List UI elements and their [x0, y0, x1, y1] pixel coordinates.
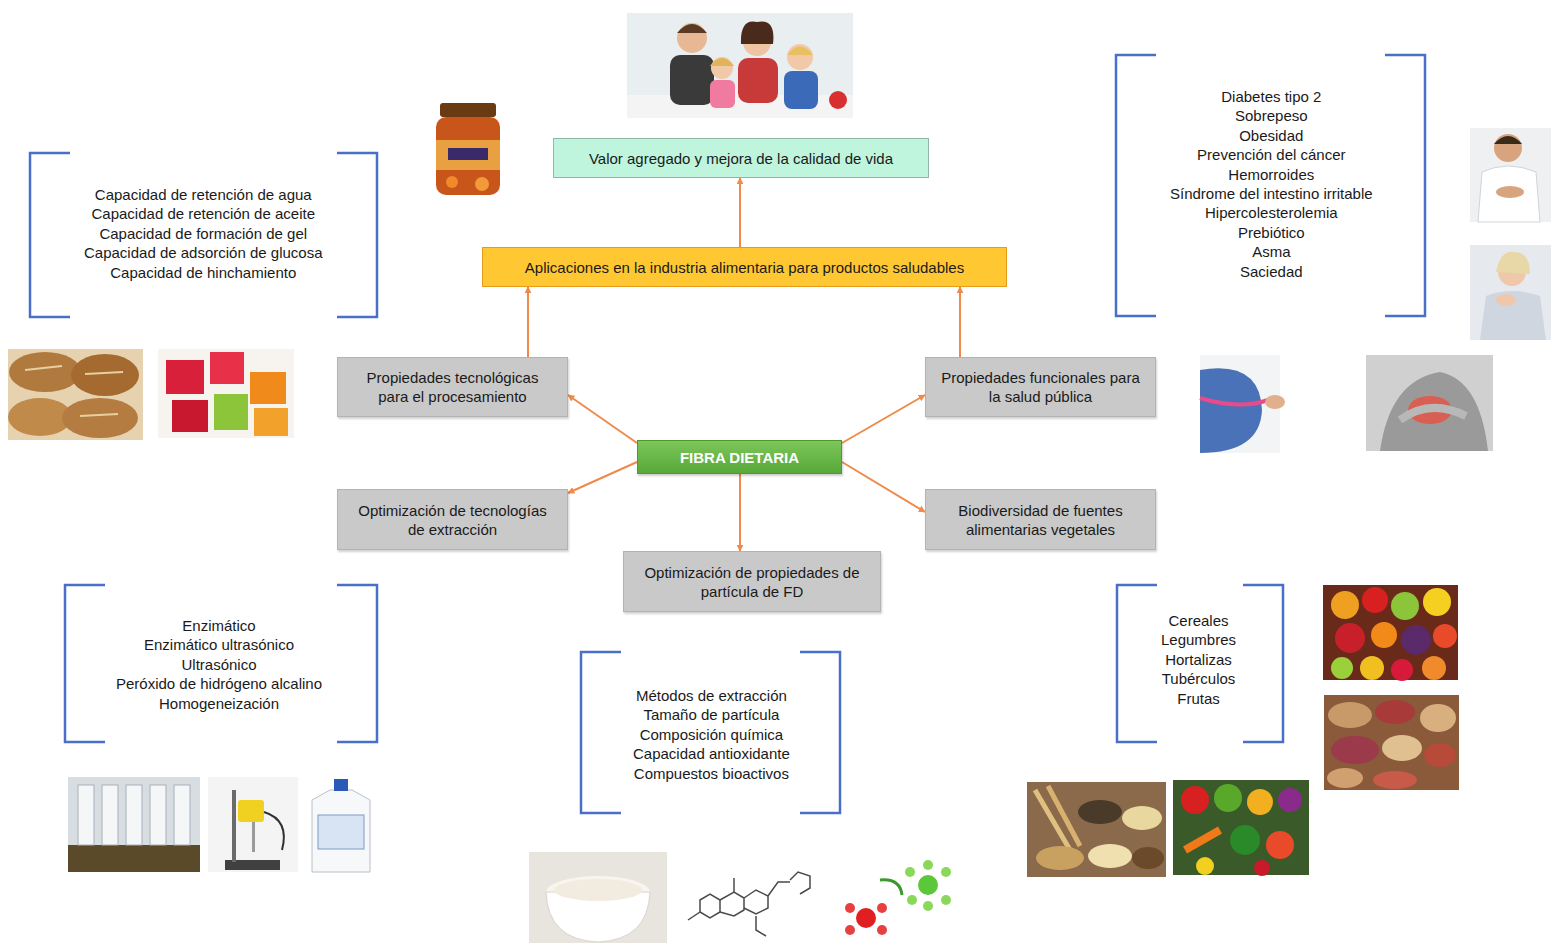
box-text: Aplicaciones en la industria alimentaria… — [525, 258, 964, 277]
list-item: Ultrasónico — [116, 655, 322, 674]
topic-box: Optimización de tecnologías de extracció… — [337, 489, 568, 550]
gummies-photo — [158, 349, 294, 438]
box-text: Valor agregado y mejora de la calidad de… — [589, 149, 893, 168]
list-item: Capacidad de retención de aceite — [84, 204, 323, 223]
list-item: Diabetes tipo 2 — [1170, 87, 1373, 106]
arrow-connector — [739, 178, 741, 247]
property-box: Propiedades funcionales para la salud pú… — [925, 357, 1156, 417]
vegetables-photo — [1173, 780, 1309, 876]
list-item: Enzimático ultrasónico — [116, 635, 322, 654]
box-text: FIBRA DIETARIA — [680, 448, 799, 467]
list-item: Prevención del cáncer — [1170, 145, 1373, 164]
reagent-jug-photo — [312, 779, 370, 872]
abdominal-pain-photo — [1366, 355, 1493, 451]
list-item: Tubérculos — [1161, 669, 1236, 688]
arrow-connector — [959, 287, 961, 357]
box-text: Propiedades funcionales para la salud pú… — [938, 368, 1143, 406]
arrow-connector — [527, 287, 529, 357]
bracket-list: CerealesLegumbresHortalizasTubérculosFru… — [1161, 611, 1236, 708]
flour-bowl-photo — [529, 852, 667, 943]
topic-box: Optimización de propiedades de partícula… — [623, 551, 881, 612]
list-item: Compuestos bioactivos — [633, 764, 790, 783]
list-item: Legumbres — [1161, 630, 1236, 649]
box-text: Optimización de tecnologías de extracció… — [350, 501, 555, 539]
list-item: Enzimático — [116, 616, 322, 635]
list-item: Hipercolesterolemia — [1170, 203, 1373, 222]
extraction-equipment-photo — [68, 777, 200, 872]
bracket-list: Capacidad de retención de aguaCapacidad … — [84, 185, 323, 282]
grains-photo — [1027, 782, 1166, 877]
list-item: Capacidad antioxidante — [633, 744, 790, 763]
box-text: Biodiversidad de fuentes alimentarias ve… — [938, 501, 1143, 539]
topic-box: Biodiversidad de fuentes alimentarias ve… — [925, 489, 1156, 550]
list-item: Composición química — [633, 725, 790, 744]
list-item: Capacidad de formación de gel — [84, 224, 323, 243]
arrow-connector — [739, 474, 741, 551]
arrow-connector — [568, 462, 637, 493]
list-item: Prebiótico — [1170, 223, 1373, 242]
central-box: FIBRA DIETARIA — [637, 440, 842, 474]
arrow-connector — [842, 395, 925, 443]
list-item: Tamaño de partícula — [633, 705, 790, 724]
bracket-set — [30, 55, 1425, 813]
list-item: Frutas — [1161, 689, 1236, 708]
jam-jar — [436, 103, 500, 195]
arrow-connector — [568, 395, 637, 443]
application-box: Aplicaciones en la industria alimentaria… — [482, 247, 1007, 287]
outcome-box: Valor agregado y mejora de la calidad de… — [553, 138, 929, 178]
bracket-list: Métodos de extracciónTamaño de partícula… — [633, 686, 790, 783]
tubers-photo — [1324, 695, 1459, 790]
bread-photo — [8, 349, 143, 440]
list-item: Capacidad de retención de agua — [84, 185, 323, 204]
bracket-list: Diabetes tipo 2SobrepesoObesidadPrevenci… — [1170, 87, 1373, 281]
homogenizer-photo — [208, 777, 298, 872]
property-box: Propiedades tecnológicas para el procesa… — [337, 357, 568, 417]
overweight-photo — [1200, 355, 1347, 453]
list-item: Saciedad — [1170, 262, 1373, 281]
list-item: Asma — [1170, 242, 1373, 261]
family-photo — [627, 13, 853, 118]
list-item: Capacidad de hinchamiento — [84, 263, 323, 282]
antioxidant-drawing — [838, 852, 963, 943]
list-item: Hortalizas — [1161, 650, 1236, 669]
box-text: Propiedades tecnológicas para el procesa… — [350, 368, 555, 406]
list-item: Métodos de extracción — [633, 686, 790, 705]
molecule-drawing — [688, 872, 810, 936]
list-item: Sobrepeso — [1170, 106, 1373, 125]
list-item: Hemorroides — [1170, 165, 1373, 184]
list-item: Obesidad — [1170, 126, 1373, 145]
list-item: Cereales — [1161, 611, 1236, 630]
list-item: Homogeneización — [116, 694, 322, 713]
woman-photo — [1470, 245, 1551, 340]
arrow-connector — [842, 462, 925, 512]
box-text: Optimización de propiedades de partícula… — [636, 563, 868, 601]
list-item: Síndrome del intestino irritable — [1170, 184, 1373, 203]
fruits-photo — [1323, 585, 1458, 681]
list-item: Capacidad de adsorción de glucosa — [84, 243, 323, 262]
man-photo — [1470, 128, 1551, 222]
list-item: Peróxido de hidrógeno alcalino — [116, 674, 322, 693]
bracket-list: EnzimáticoEnzimático ultrasónicoUltrasón… — [116, 616, 322, 713]
